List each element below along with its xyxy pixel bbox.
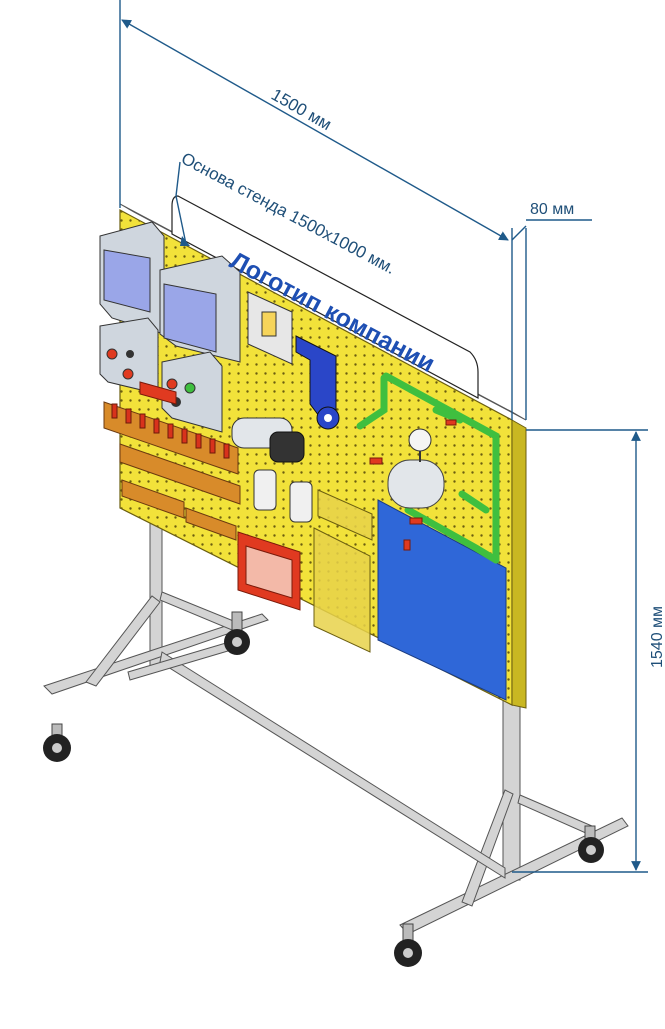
red-bracket: [139, 381, 177, 405]
breaker: [153, 418, 160, 434]
wheel-back-left: [224, 611, 250, 655]
base-leader-tip: [180, 236, 190, 246]
pipe-segment: [432, 406, 464, 424]
breaker: [125, 408, 132, 424]
width-dimension-arrow: [121, 19, 509, 241]
terminal-rail-3: [121, 479, 185, 519]
stand-frame: [43, 504, 629, 935]
depth-tick: [511, 225, 527, 241]
enclosure-2: [159, 255, 241, 363]
pipe-segment: [356, 374, 388, 430]
red-button: [166, 378, 178, 390]
valve-handle: [369, 457, 383, 465]
pressure-gauge: [408, 428, 432, 452]
selector-switch: [126, 350, 134, 358]
green-button: [184, 382, 196, 394]
pipe-segment: [458, 490, 490, 514]
base-leader: [175, 161, 187, 245]
breaker: [223, 443, 230, 459]
breaker: [139, 413, 146, 429]
right-upright: [502, 689, 521, 881]
tray: [317, 489, 373, 541]
pipe-segment: [404, 506, 500, 564]
bottom-crossbar: [159, 651, 506, 879]
pneumatic-units: [253, 469, 313, 523]
red-box-window: [245, 545, 293, 599]
enclosure-screen: [163, 283, 217, 353]
enclosures: [99, 221, 241, 433]
wheel-back-right: [578, 825, 604, 863]
board-edge: [511, 419, 527, 709]
enclosure-1: [99, 221, 165, 335]
receiver-tank: [387, 428, 445, 509]
right-brace-front: [461, 789, 514, 907]
document-holder: [313, 527, 371, 653]
sensor-housing: [247, 291, 293, 365]
dimension-lines: [119, 0, 648, 873]
left-brace-front: [85, 595, 161, 687]
pipe-segment: [382, 372, 500, 564]
control-box-1: [99, 317, 159, 395]
green-pipes: [356, 372, 500, 564]
breaker: [167, 423, 174, 439]
breaker: [209, 438, 216, 454]
valve-handle: [445, 419, 457, 426]
valve-handle: [403, 539, 411, 551]
terminal-rail-2: [119, 443, 241, 505]
wheel-front-right: [394, 923, 422, 967]
blue-fixture: [295, 335, 340, 430]
breakers: [111, 403, 230, 459]
height-label: 1540 мм: [649, 606, 665, 668]
wheel-front-left: [43, 723, 71, 762]
wheels: [43, 611, 604, 967]
enclosure-screen: [103, 249, 151, 313]
control-box-2: [161, 351, 223, 433]
breaker: [111, 403, 118, 419]
valves: [369, 419, 457, 551]
right-brace-back: [517, 794, 593, 835]
filter-unit: [289, 481, 313, 523]
left-upright: [149, 504, 163, 669]
red-box: [237, 531, 301, 611]
breaker: [181, 428, 188, 444]
filter-unit: [253, 469, 277, 511]
compressor: [231, 417, 305, 463]
terminal-rail-4: [185, 507, 237, 541]
left-brace-back: [159, 591, 237, 631]
red-button: [106, 348, 118, 360]
trays: [313, 489, 373, 653]
depth-label: 80 мм: [530, 201, 574, 218]
breaker: [195, 433, 202, 449]
valve-handle: [409, 517, 423, 525]
red-button: [122, 368, 134, 380]
